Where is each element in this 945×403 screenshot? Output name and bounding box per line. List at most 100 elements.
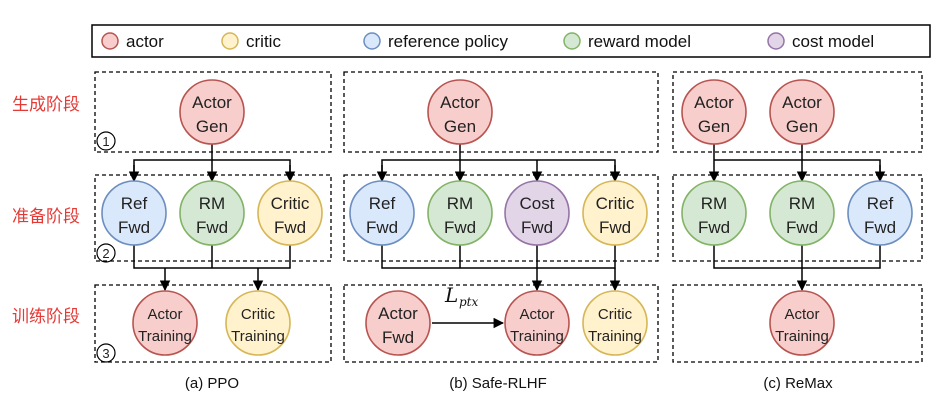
node-circle — [349, 180, 415, 246]
node-label-line2: Fwd — [786, 218, 818, 237]
step-1-badge: 1 — [96, 131, 116, 151]
node-label-line1: Ref — [369, 194, 396, 213]
remax-prep-box — [672, 174, 923, 262]
legend-label-0: actor — [126, 32, 164, 51]
node-circle — [179, 180, 245, 246]
node-circle — [427, 79, 493, 145]
node-circle — [132, 290, 198, 356]
node-label-line1: Ref — [121, 194, 148, 213]
legend-swatch-2 — [363, 32, 381, 50]
node-label-line2: Fwd — [382, 328, 414, 347]
remax-prep-node-1: RM Fwd — [769, 180, 835, 246]
legend: actor critic reference policy reward model c… — [101, 32, 874, 51]
svg-text:2: 2 — [102, 246, 109, 261]
node-label-line2: Training — [775, 328, 829, 345]
step-2-badge: 2 — [96, 243, 116, 263]
legend-swatch-3 — [563, 32, 581, 50]
legend-label-1: critic — [246, 32, 281, 51]
stage-label-generation: 生成阶段 — [12, 95, 80, 115]
node-label-line1: Actor — [440, 93, 480, 112]
safe-prep-box — [343, 174, 659, 262]
remax-train-box — [672, 284, 923, 363]
nodes: ActorGenRefFwdRMFwdCriticFwdActorTrainin… — [101, 79, 913, 356]
node-label-line1: RM — [789, 194, 815, 213]
legend-swatch-0 — [101, 32, 119, 50]
node-label-line1: Critic — [598, 306, 633, 323]
svg-text:3: 3 — [102, 346, 109, 361]
safe-train-box — [343, 284, 659, 363]
node-label-line2: Fwd — [196, 218, 228, 237]
node-circle — [681, 79, 747, 145]
node-label-line2: Fwd — [366, 218, 398, 237]
node-circle — [769, 180, 835, 246]
node-label-line2: Fwd — [444, 218, 476, 237]
node-label-line2: Fwd — [274, 218, 306, 237]
node-label-line1: Critic — [596, 194, 635, 213]
step-3-badge: 3 — [96, 343, 116, 363]
ppo-train-box — [94, 284, 332, 363]
ptx-loss-label: L ptx — [444, 283, 479, 309]
node-label-line1: Actor — [782, 93, 822, 112]
node-circle — [257, 180, 323, 246]
legend-label-3: reward model — [588, 32, 691, 51]
node-circle — [504, 180, 570, 246]
node-circle — [179, 79, 245, 145]
caption-safe-rlhf: (b) Safe-RLHF — [449, 375, 547, 392]
stage-label-preparation: 准备阶段 — [12, 207, 80, 227]
svg-text:1: 1 — [102, 134, 109, 149]
node-label-line2: Training — [588, 328, 642, 345]
node-circle — [769, 290, 835, 356]
legend-label-4: cost model — [792, 32, 874, 51]
node-label-line2: Fwd — [599, 218, 631, 237]
node-label-line1: RM — [199, 194, 225, 213]
node-circle — [847, 180, 913, 246]
ppo-gen-box — [94, 71, 332, 153]
node-label-line1: Actor — [192, 93, 232, 112]
node-circle — [582, 290, 648, 356]
node-label-line1: RM — [447, 194, 473, 213]
node-label-line1: Actor — [784, 306, 819, 323]
caption-remax: (c) ReMax — [763, 375, 833, 392]
node-circle — [225, 290, 291, 356]
node-circle — [769, 79, 835, 145]
node-label-line1: Actor — [378, 304, 418, 323]
node-label-line2: Gen — [786, 117, 818, 136]
node-label-line2: Training — [138, 328, 192, 345]
svg-text:L: L — [444, 283, 458, 307]
node-circle — [101, 180, 167, 246]
node-label-line1: Critic — [241, 306, 276, 323]
node-circle — [365, 290, 431, 356]
legend-label-2: reference policy — [388, 32, 509, 51]
node-circle — [582, 180, 648, 246]
safe_rlhf-prep-node-1: RM Fwd — [427, 180, 493, 246]
node-circle — [504, 290, 570, 356]
legend-swatch-1 — [221, 32, 239, 50]
node-label-line2: Training — [510, 328, 564, 345]
node-label-line2: Gen — [196, 117, 228, 136]
node-circle — [427, 180, 493, 246]
node-circle — [681, 180, 747, 246]
node-label-line1: Actor — [694, 93, 734, 112]
svg-text:ptx: ptx — [459, 295, 479, 309]
remax-gen-box — [672, 71, 923, 153]
stage-label-training: 训练阶段 — [12, 307, 80, 327]
node-label-line1: Actor — [147, 306, 182, 323]
node-label-line2: Fwd — [864, 218, 896, 237]
safe-gen-box — [343, 71, 659, 153]
node-label-line2: Gen — [444, 117, 476, 136]
